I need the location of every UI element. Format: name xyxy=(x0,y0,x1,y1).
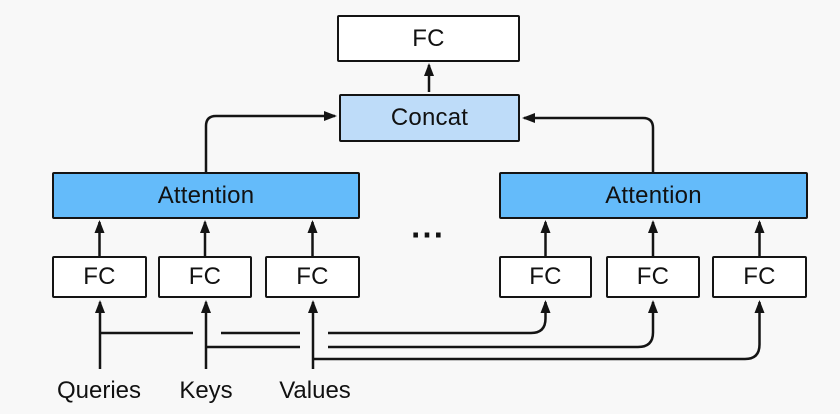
fc-right-2-box: FC xyxy=(606,256,700,298)
arrow-attention-left-to-concat xyxy=(204,111,337,174)
arrow-values-branch-to-fc-r3 xyxy=(313,300,765,361)
arrow-queries-branch-to-fc-r1 xyxy=(100,302,546,335)
attention-left-box: Attention xyxy=(52,172,360,219)
keys-label: Keys xyxy=(179,377,233,404)
arrow-attention-right-to-concat xyxy=(522,113,655,174)
heads-ellipsis: ⋯ xyxy=(410,216,446,254)
fc-right-3-box: FC xyxy=(712,256,807,298)
fc-right-3-label: FC xyxy=(743,263,776,290)
attention-left-label: Attention xyxy=(157,181,255,209)
queries-label: Queries xyxy=(56,377,142,404)
arrow-keys-branch-to-fc-r2 xyxy=(206,302,653,349)
output-fc-label: FC xyxy=(412,24,445,52)
fc-left-2-box: FC xyxy=(158,256,252,298)
attention-right-box: Attention xyxy=(499,172,808,219)
values-label: Values xyxy=(279,377,351,404)
output-fc-box: FC xyxy=(337,15,520,62)
fc-right-1-box: FC xyxy=(499,256,592,298)
fc-right-2-label: FC xyxy=(636,263,670,290)
attention-right-label: Attention xyxy=(605,181,702,209)
fc-left-1-label: FC xyxy=(83,263,116,290)
concat-box: Concat xyxy=(339,94,520,142)
fc-left-2-label: FC xyxy=(188,263,222,290)
fc-left-3-label: FC xyxy=(296,263,329,290)
fc-left-3-box: FC xyxy=(265,256,360,298)
concat-label: Concat xyxy=(390,104,469,131)
fc-left-1-box: FC xyxy=(52,256,147,298)
fc-right-1-label: FC xyxy=(529,263,562,290)
